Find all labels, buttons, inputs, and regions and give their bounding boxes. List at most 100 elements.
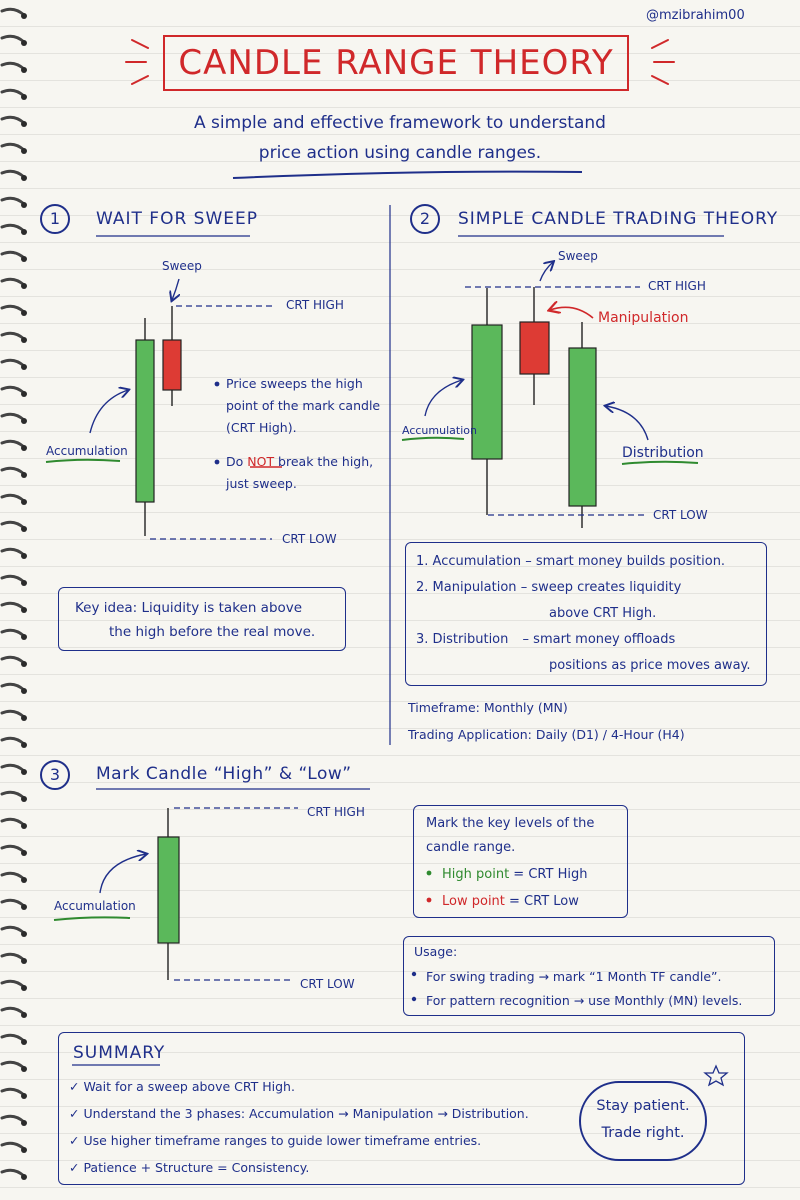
s2-accumulation-label: Accumulation	[402, 424, 477, 437]
s3-accumulation-label: Accumulation	[54, 899, 136, 913]
spiral-ring	[0, 34, 27, 46]
s2-sweep-arrow	[539, 262, 553, 282]
spiral-ring	[0, 790, 27, 802]
spiral-ring	[0, 61, 27, 73]
spiral-ring	[0, 196, 27, 208]
mark-levels-box: Mark the key levels of the candle range.…	[413, 805, 628, 918]
spiral-ring	[0, 223, 27, 235]
page-title: CANDLE RANGE THEORY	[178, 43, 614, 83]
s2-crt-low-label: CRT LOW	[653, 508, 708, 522]
spiral-ring	[0, 574, 27, 586]
spiral-ring	[0, 277, 27, 289]
s3-crt-low-label: CRT LOW	[300, 977, 355, 991]
phases-box: 1. Accumulation – smart money builds pos…	[405, 542, 767, 686]
section2-title: SIMPLE CANDLE TRADING THEORY	[458, 209, 779, 229]
s1-bullet-1-text: Price sweeps the high point of the mark …	[226, 376, 381, 435]
section2-number: 2	[410, 204, 440, 234]
spiral-ring	[0, 115, 27, 127]
usage-item-2: For pattern recognition → use Monthly (M…	[426, 993, 743, 1008]
phase-1: 1. Accumulation – smart money builds pos…	[416, 554, 726, 569]
spiral-ring	[0, 898, 27, 910]
section1-candles	[135, 306, 182, 536]
spiral-ring	[0, 7, 27, 19]
summary-list: ✓ Wait for a sweep above CRT High. ✓ Und…	[69, 1073, 529, 1181]
spiral-ring	[0, 1141, 27, 1153]
spiral-ring	[0, 871, 27, 883]
spiral-ring	[0, 952, 27, 964]
s2-distribution-underline	[621, 460, 699, 465]
spiral-ring	[0, 979, 27, 991]
s1-sweep-label: Sweep	[162, 259, 202, 273]
usage-title: Usage:	[414, 944, 458, 959]
subtitle: A simple and effective framework to unde…	[0, 108, 800, 168]
s3-candle-body	[157, 836, 180, 944]
usage-bullet-2	[411, 996, 417, 1002]
s1-crt-low-label: CRT LOW	[282, 532, 337, 546]
s2-candle1-body	[471, 324, 503, 460]
subtitle-line-1: A simple and effective framework to unde…	[194, 113, 606, 133]
s2-crt-high-label: CRT HIGH	[648, 279, 706, 293]
spiral-ring	[0, 520, 27, 532]
spiral-ring	[0, 412, 27, 424]
s2-accumulation-underline	[401, 436, 465, 441]
s1-accumulation-underline	[45, 458, 121, 463]
spiral-ring	[0, 304, 27, 316]
spiral-ring	[0, 682, 27, 694]
spiral-ring	[0, 88, 27, 100]
spiral-ring	[0, 331, 27, 343]
s1-bullet-1	[214, 381, 220, 387]
usage-box: Usage: For swing trading → mark “1 Month…	[403, 936, 775, 1016]
section3-title: Mark Candle “High” & “Low”	[96, 764, 352, 784]
section3-number: 3	[40, 760, 70, 790]
spiral-ring	[0, 628, 27, 640]
spiral-ring	[0, 601, 27, 613]
low-point-row: Low point = CRT Low	[442, 894, 579, 909]
section1-title: WAIT FOR SWEEP	[96, 209, 259, 229]
section2-candles	[471, 287, 597, 528]
summary-item: ✓ Patience + Structure = Consistency.	[69, 1160, 310, 1175]
phase-2-cont: above CRT High.	[549, 606, 657, 621]
spiral-ring	[0, 1006, 27, 1018]
summary-title: SUMMARY	[73, 1043, 166, 1063]
trading-application-text: Trading Application: Daily (D1) / 4-Hour…	[408, 727, 685, 742]
spiral-ring	[0, 1087, 27, 1099]
author-handle: @mzibrahim00	[646, 8, 745, 23]
s1-not-emphasis: NOT	[247, 454, 275, 469]
spiral-ring	[0, 358, 27, 370]
s1-candle1-body	[135, 339, 155, 503]
spiral-ring	[0, 250, 27, 262]
s1-accumulation-label: Accumulation	[46, 444, 128, 458]
phase-3-cont: positions as price moves away.	[549, 658, 751, 673]
summary-item: ✓ Wait for a sweep above CRT High.	[69, 1079, 295, 1094]
s1-accumulation-arrow	[89, 390, 128, 434]
spiral-ring	[0, 493, 27, 505]
summary-box: SUMMARY ✓ Wait for a sweep above CRT Hig…	[58, 1032, 745, 1185]
s2-sweep-label: Sweep	[558, 249, 598, 263]
spiral-ring	[0, 817, 27, 829]
s2-candle2-body	[519, 321, 550, 375]
s2-distribution-arrow	[606, 406, 649, 441]
s2-distribution-label: Distribution	[622, 445, 704, 461]
s2-manipulation-label: Manipulation	[598, 310, 689, 326]
s1-bullet-2-text: Do NOT break the high, just sweep.	[226, 454, 374, 491]
phase-3: 3. Distribution – smart money offloads	[416, 632, 676, 647]
spiral-ring	[0, 1114, 27, 1126]
high-point-row: High point = CRT High	[442, 867, 588, 882]
subtitle-underline	[232, 170, 583, 179]
key-idea-box: Key idea: Liquidity is taken above the h…	[58, 587, 346, 651]
subtitle-line-2: price action using candle ranges.	[258, 143, 542, 163]
spiral-ring	[0, 844, 27, 856]
s3-accumulation-arrow	[99, 854, 146, 894]
s1-bullet-2	[214, 459, 220, 465]
s1-candle2-body	[162, 339, 182, 391]
spiral-ring	[0, 142, 27, 154]
s3-accumulation-underline	[53, 916, 131, 921]
phase-2: 2. Manipulation – sweep creates liquidit…	[416, 580, 682, 595]
s1-sweep-arrow	[172, 278, 179, 300]
summary-item: ✓ Understand the 3 phases: Accumulation …	[69, 1106, 529, 1121]
section1-number: 1	[40, 204, 70, 234]
spiral-ring	[0, 169, 27, 181]
spiral-ring	[0, 709, 27, 721]
spiral-ring	[0, 925, 27, 937]
